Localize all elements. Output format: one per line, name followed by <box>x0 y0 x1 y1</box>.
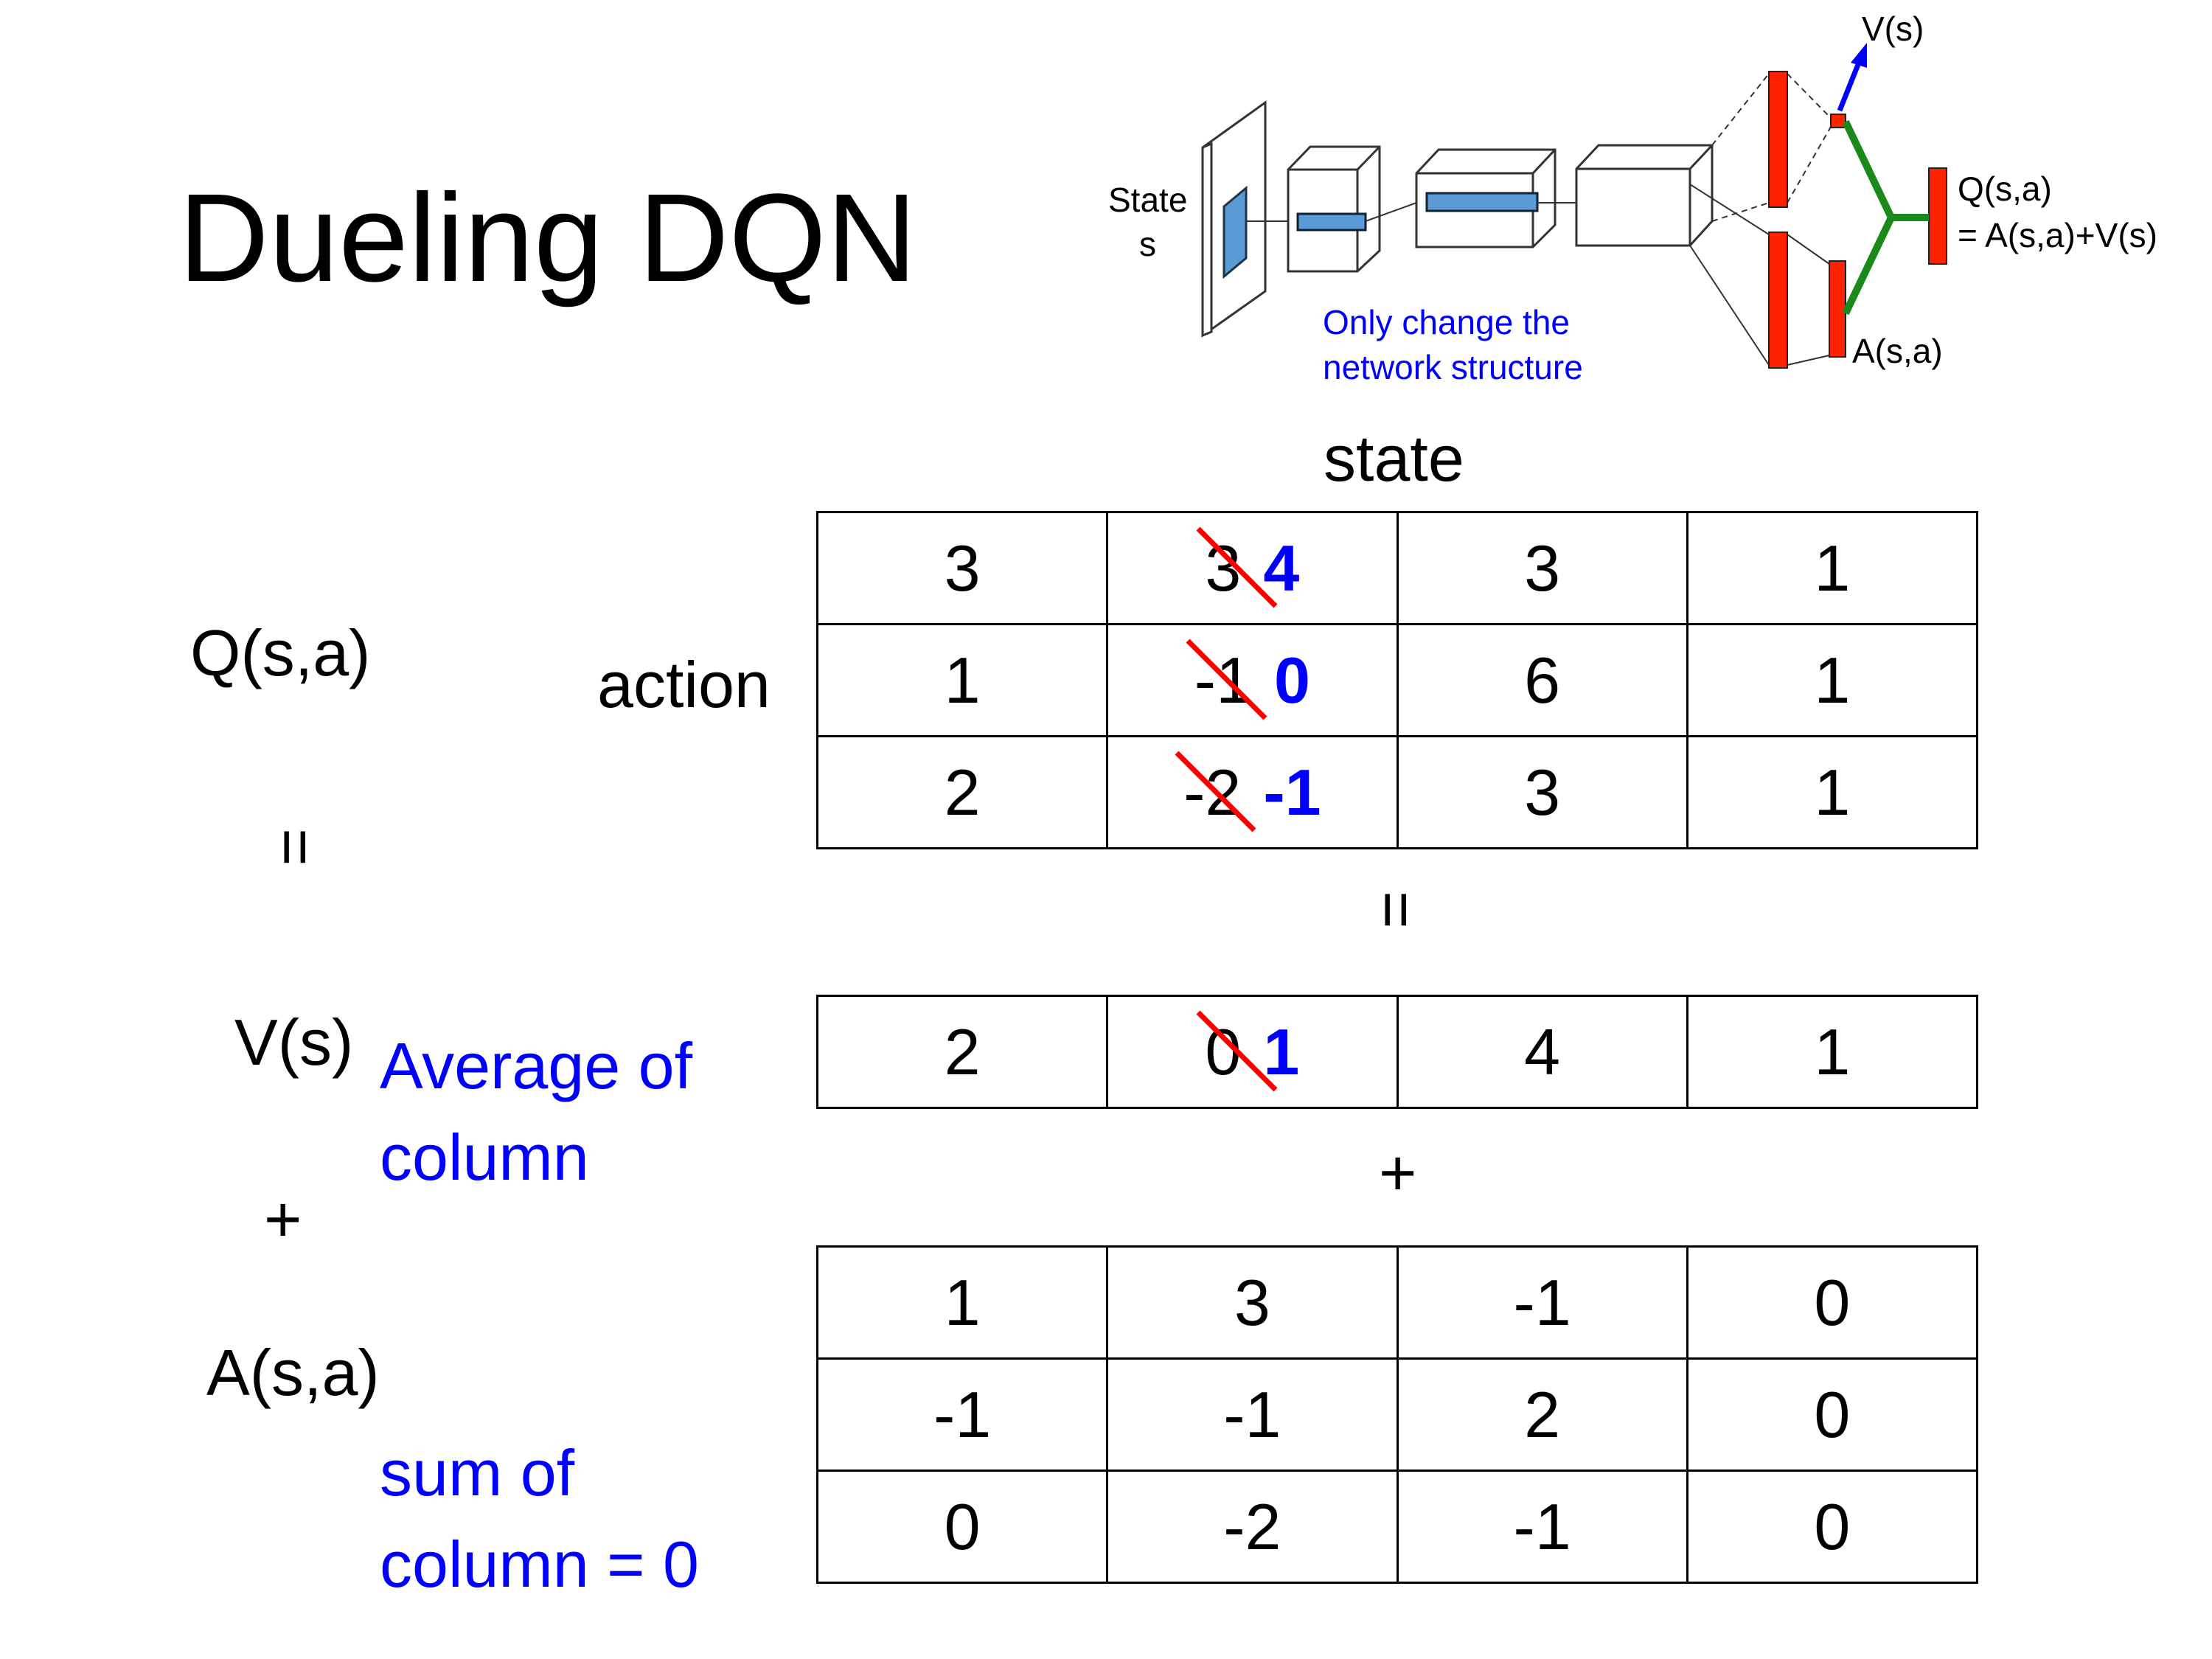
note-line-2: network structure <box>1323 348 1583 386</box>
table-cell: 3 <box>1106 1245 1399 1360</box>
table-cell: 2 <box>815 735 1109 849</box>
table-cell: -1 <box>1396 1245 1688 1360</box>
a-label: A(s,a) <box>206 1336 380 1409</box>
merge-lines <box>1842 119 1929 316</box>
conv-filter <box>1296 212 1367 232</box>
table-cell: 3 <box>1396 511 1688 625</box>
state-var: s <box>1139 225 1156 263</box>
struck-value: -1 <box>1186 639 1267 720</box>
table-cell: 6 <box>1396 623 1688 737</box>
state-axis-label: state <box>1324 422 1464 495</box>
average-note-line-2: column <box>380 1121 589 1194</box>
plus-sign-left: + <box>264 1183 302 1256</box>
action-axis-label: action <box>597 648 771 721</box>
sum-note-line-2: column = 0 <box>380 1528 699 1601</box>
equals-sign-mid: = <box>1360 891 1433 929</box>
strikethrough-icon <box>1175 751 1256 832</box>
equals-sign-left: = <box>259 828 333 866</box>
table-cell: 0 <box>1686 1357 1979 1472</box>
struck-value: -2 <box>1175 751 1256 832</box>
struck-value: 3 <box>1196 526 1278 608</box>
table-cell: 4 <box>1396 995 1688 1109</box>
table-cell: 1 <box>1686 623 1979 737</box>
table-cell: 1 <box>815 623 1109 737</box>
table-cell: -1 <box>1396 1470 1688 1584</box>
conv-filter <box>1222 185 1248 279</box>
corrected-value: 0 <box>1274 643 1310 717</box>
note-line-1: Only change the <box>1323 303 1570 341</box>
table-cell: -2 <box>1106 1470 1399 1584</box>
table-cell: 0 <box>815 1470 1109 1584</box>
table-cell: 1 <box>1686 735 1979 849</box>
table-cell: 2 <box>1396 1357 1688 1472</box>
table-cell: 0 <box>1686 1245 1979 1360</box>
table-cell: -1 <box>1106 1357 1399 1472</box>
conv-filter <box>1425 192 1539 212</box>
v-label: V(s) <box>234 1006 354 1079</box>
connections <box>1246 73 1832 366</box>
table-cell: 3 <box>1396 735 1688 849</box>
conv-layer-1 <box>1287 145 1381 273</box>
sum-note-line-1: sum of <box>380 1436 575 1509</box>
table-cell: 1 <box>1686 995 1979 1109</box>
strikethrough-icon <box>1196 1010 1278 1091</box>
table-cell: 1 <box>815 1245 1109 1360</box>
strikethrough-icon <box>1196 526 1278 608</box>
table-cell: 2 <box>815 995 1109 1109</box>
corrected-value: 1 <box>1263 1015 1300 1088</box>
average-note-line-1: Average of <box>380 1029 693 1102</box>
table-cell: 0 <box>1686 1470 1979 1584</box>
a-label: A(s,a) <box>1852 332 1943 370</box>
dueling-network-diagram: State s V(s) Q(s,a) = A(s,a)+V(s) A(s,a)… <box>1108 10 2157 386</box>
strikethrough-icon <box>1186 639 1267 720</box>
corrected-value: -1 <box>1263 755 1321 829</box>
struck-value: 0 <box>1196 1010 1278 1091</box>
table-cell: 3 <box>815 511 1109 625</box>
corrected-value: 4 <box>1263 531 1300 605</box>
v-label: V(s) <box>1862 10 1924 48</box>
page-title: Dueling DQN <box>178 168 917 308</box>
table-cell: -2-1 <box>1106 735 1399 849</box>
state-label: State <box>1108 181 1187 219</box>
q-label: Q(s,a) <box>190 616 371 689</box>
fc-layers <box>1768 71 1947 369</box>
conv-layer-3 <box>1575 144 1714 247</box>
plus-sign-mid: + <box>1379 1136 1417 1209</box>
value-arrow-icon <box>1837 43 1867 112</box>
q-label: Q(s,a) <box>1958 170 2052 208</box>
table-cell: 1 <box>1686 511 1979 625</box>
q-formula: = A(s,a)+V(s) <box>1958 216 2157 254</box>
table-cell: -1 <box>815 1357 1109 1472</box>
